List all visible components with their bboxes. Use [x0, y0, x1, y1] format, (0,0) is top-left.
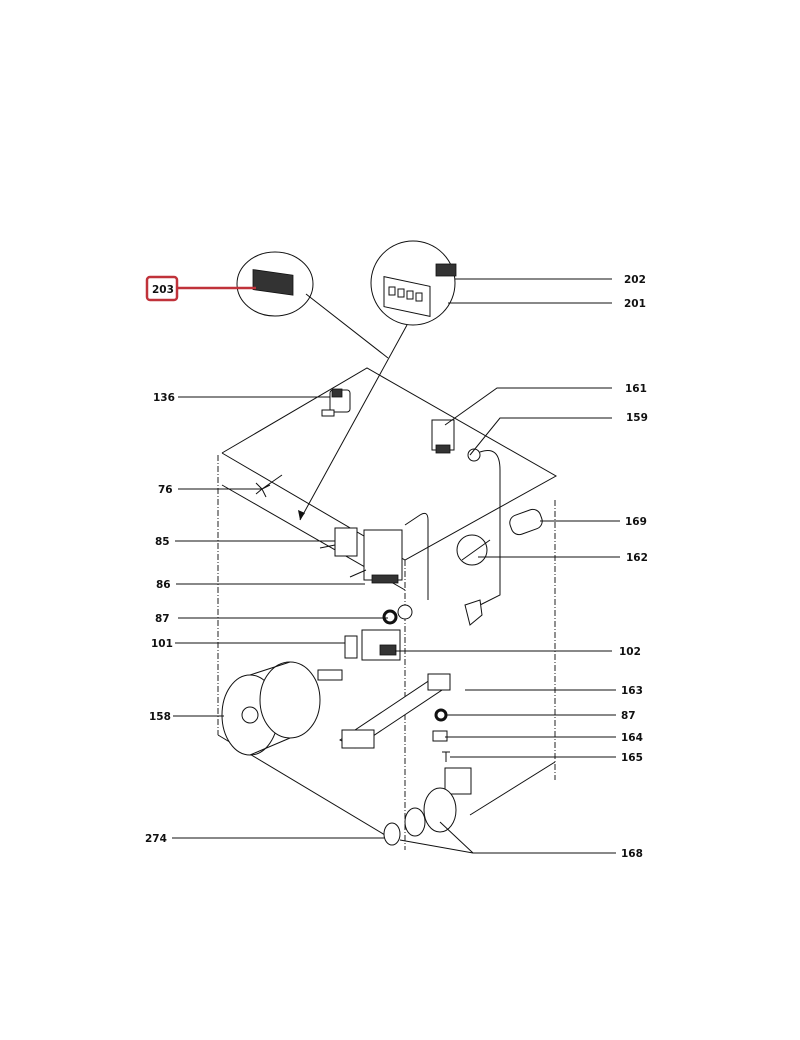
highlight-box-203 — [145, 275, 179, 302]
part-274-filter — [383, 822, 401, 846]
label-168[interactable]: 168 — [621, 848, 643, 860]
part-162-knob — [456, 534, 491, 566]
label-101[interactable]: 101 — [151, 638, 173, 650]
label-274[interactable]: 274 — [145, 833, 167, 845]
part-165-screw — [442, 751, 450, 762]
part-169-capacitor — [509, 508, 543, 536]
label-161[interactable]: 161 — [625, 383, 647, 395]
label-202[interactable]: 202 — [624, 274, 646, 286]
part-85-switch — [319, 527, 358, 557]
label-86[interactable]: 86 — [156, 579, 171, 591]
part-87-ring-lower — [434, 708, 448, 722]
label-164[interactable]: 164 — [621, 732, 643, 744]
cabinet-outline — [217, 367, 558, 850]
label-159[interactable]: 159 — [626, 412, 648, 424]
part-86-timer — [349, 529, 403, 584]
part-101-bracket — [344, 635, 358, 659]
part-163-heater — [339, 673, 451, 749]
label-169[interactable]: 169 — [625, 516, 647, 528]
part-158-motor — [221, 661, 343, 756]
part-161-pressure-switch — [431, 419, 455, 454]
detail-circle-201-202 — [298, 240, 457, 521]
part-76-spark — [255, 474, 283, 498]
label-87-upper[interactable]: 87 — [155, 613, 170, 625]
label-162[interactable]: 162 — [626, 552, 648, 564]
part-102-door-lock — [361, 629, 401, 661]
part-159-cable — [464, 448, 501, 626]
part-164-nut — [432, 730, 448, 742]
label-165[interactable]: 165 — [621, 752, 643, 764]
label-87-lower[interactable]: 87 — [621, 710, 636, 722]
part-168-pump — [404, 767, 472, 837]
label-136[interactable]: 136 — [153, 392, 175, 404]
part-136-valve — [321, 388, 351, 417]
part-87-ring-upper — [382, 604, 413, 625]
detail-circle-203 — [236, 251, 389, 359]
label-158[interactable]: 158 — [149, 711, 171, 723]
label-163[interactable]: 163 — [621, 685, 643, 697]
label-85[interactable]: 85 — [155, 536, 170, 548]
label-203[interactable]: 203 — [152, 284, 174, 296]
leader-lines — [172, 278, 620, 854]
label-76[interactable]: 76 — [158, 484, 173, 496]
label-102[interactable]: 102 — [619, 646, 641, 658]
label-201[interactable]: 201 — [624, 298, 646, 310]
